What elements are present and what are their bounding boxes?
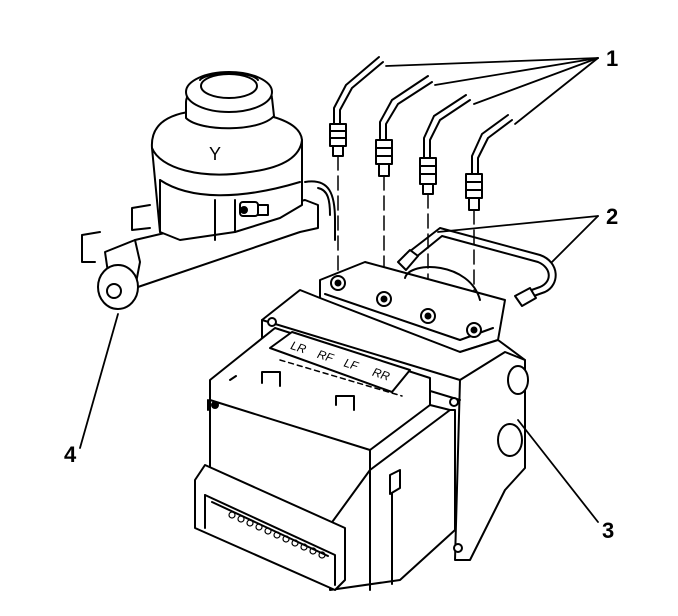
port-label-rf: RF xyxy=(316,347,336,365)
master-cylinder xyxy=(81,71,336,310)
reservoir-mark: Y xyxy=(209,144,221,164)
pipe-fittings xyxy=(329,123,483,211)
callout-4: 4 xyxy=(64,442,77,467)
callout-2: 2 xyxy=(606,204,618,229)
ebcm-housing xyxy=(194,261,529,591)
callout-3: 3 xyxy=(602,518,614,543)
connector-pins xyxy=(228,511,326,559)
brake-pipes xyxy=(333,56,513,176)
leader-lines xyxy=(79,57,599,523)
port-label-lr: LR xyxy=(289,338,308,356)
feed-pipes xyxy=(397,227,557,307)
port-label-rr: RR xyxy=(371,365,392,384)
callout-1: 1 xyxy=(606,46,618,71)
port-labels: LR RF LF RR xyxy=(289,338,392,383)
port-label-lf: LF xyxy=(342,356,360,374)
